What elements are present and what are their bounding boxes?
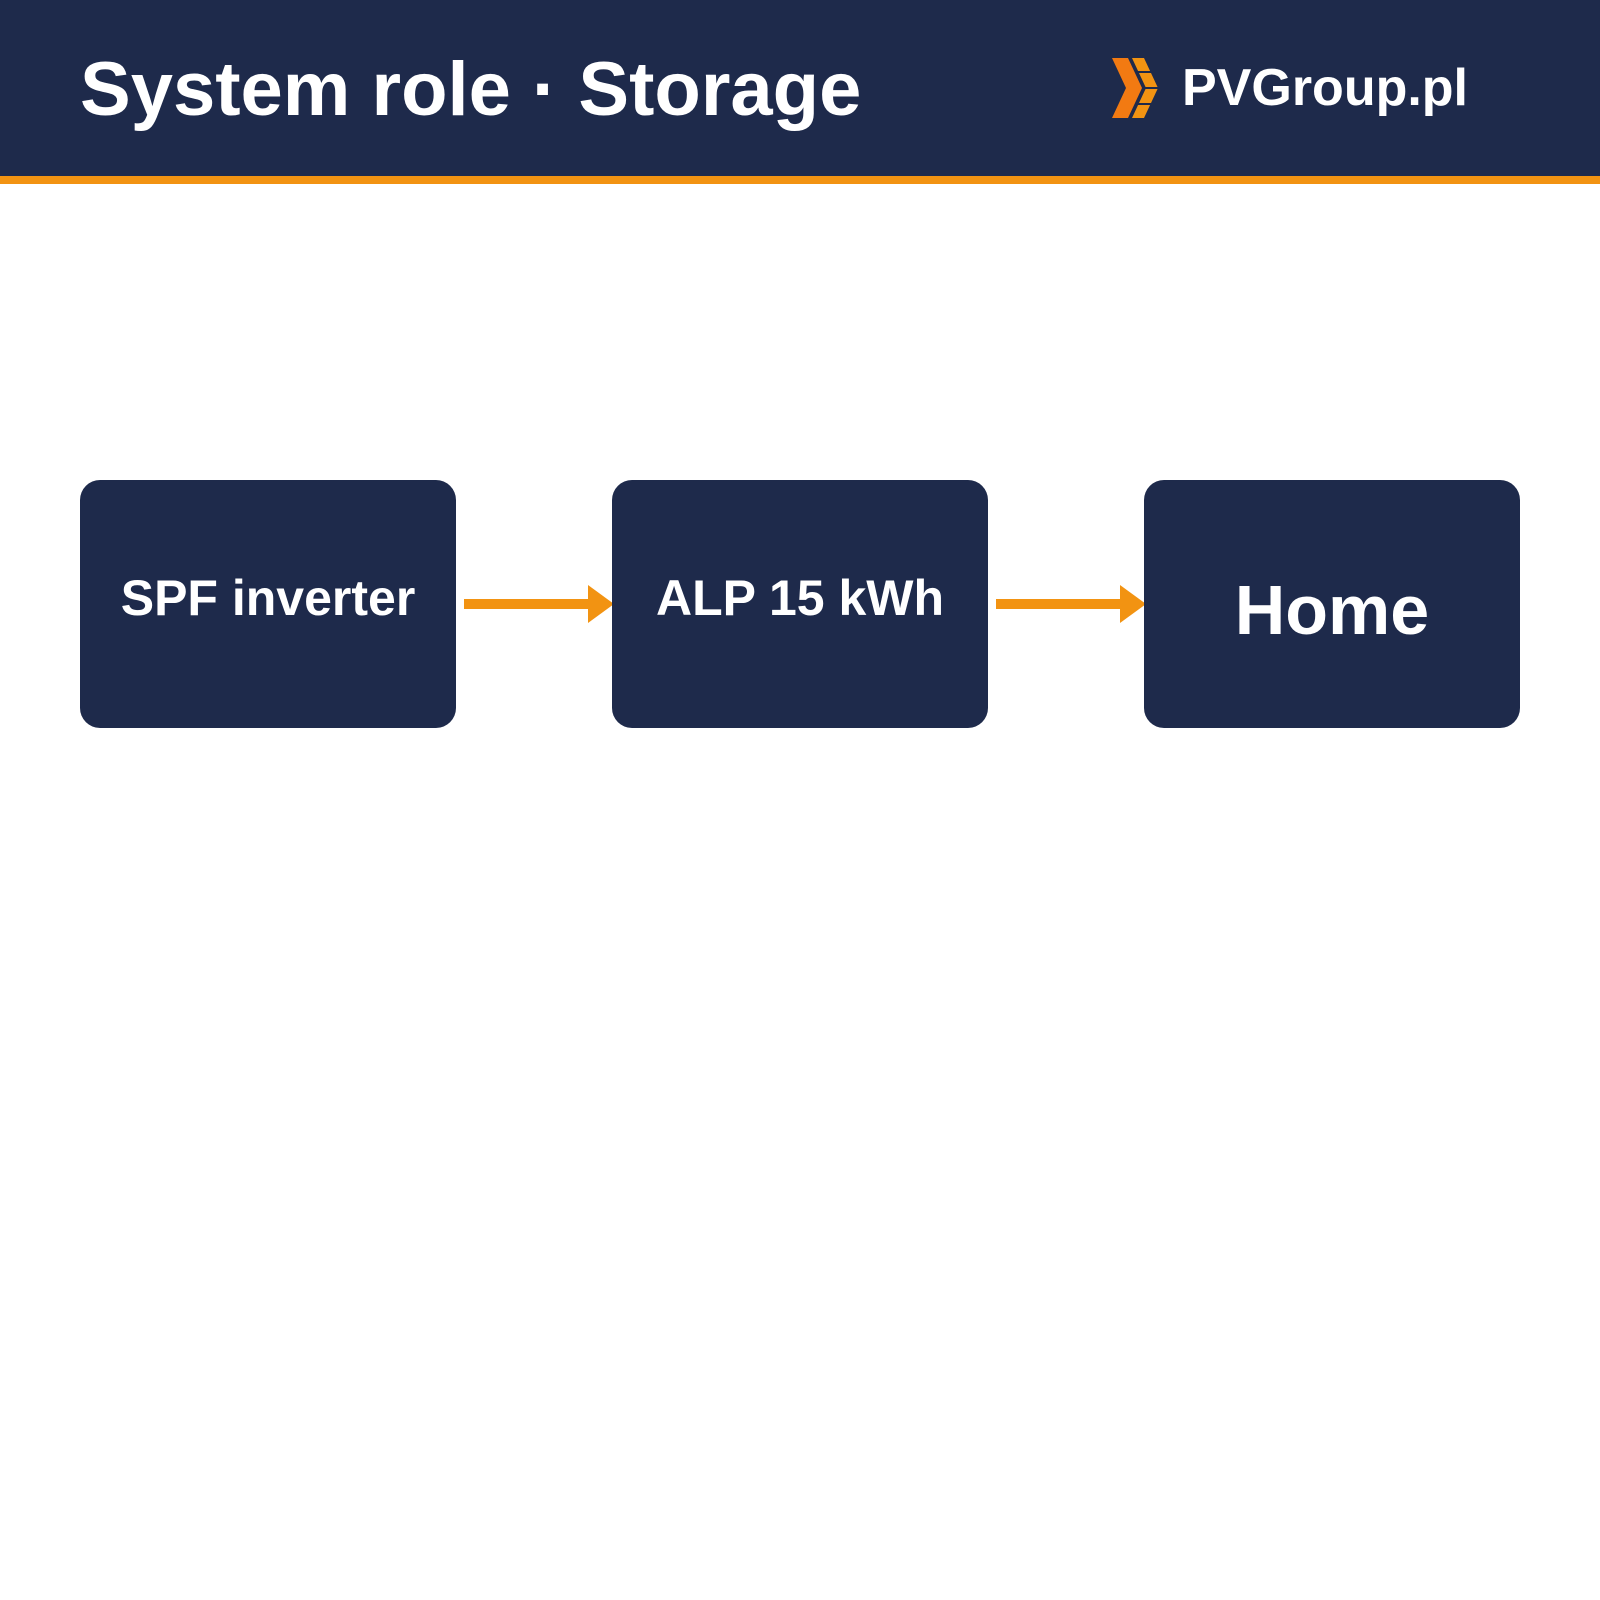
arrow-right-icon	[464, 585, 614, 623]
header-accent-rule	[0, 176, 1600, 184]
node-home: Home	[1144, 480, 1520, 728]
page-title: System role · Storage	[80, 47, 862, 132]
node-label: ALP 15 kWh	[655, 570, 945, 626]
node-label: SPF inverter	[120, 570, 416, 626]
brand: PVGroup.pl	[1112, 56, 1468, 120]
arrow-right-icon	[996, 585, 1146, 623]
brand-name: PVGroup.pl	[1182, 59, 1468, 117]
node-label: Home	[1234, 571, 1430, 649]
header-bar: System role · Storage PVGroup.pl	[0, 0, 1600, 176]
node-spf-inverter: SPF inverter	[80, 480, 456, 728]
node-alp-battery: ALP 15 kWh	[612, 480, 988, 728]
pvgroup-chevron-logo-icon	[1112, 58, 1158, 118]
